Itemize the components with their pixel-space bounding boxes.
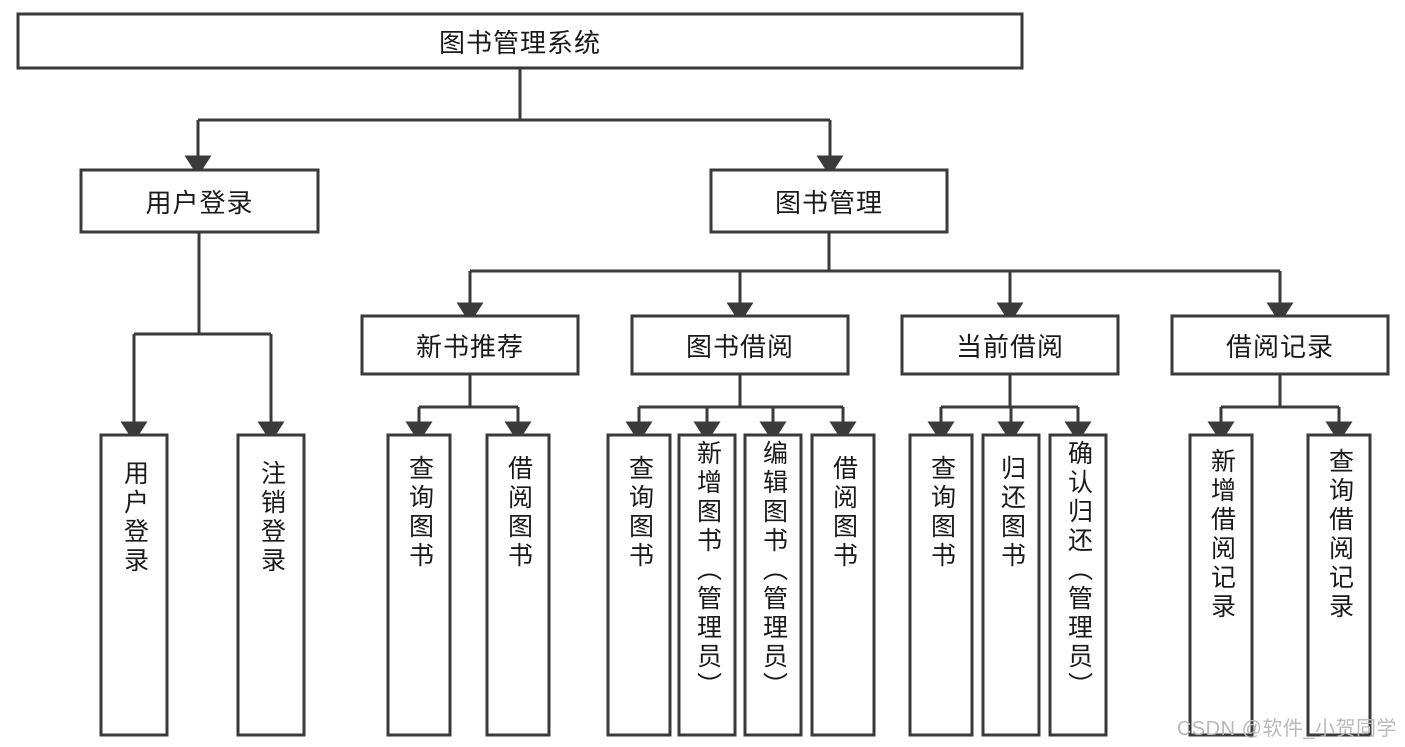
leaf-box-query-book-rec[interactable] (386, 433, 452, 737)
leaf-box-query-book-current[interactable] (908, 433, 974, 737)
leaf-box-lend-book[interactable] (810, 433, 876, 737)
csdn-watermark: CSDN @软件_小贺同学 (1176, 718, 1397, 740)
node-current-borrow-box[interactable] (900, 314, 1120, 376)
leaf-box-edit-book-admin[interactable] (743, 433, 803, 737)
leaf-box-add-borrow-record[interactable] (1188, 433, 1254, 737)
node-root-box[interactable] (16, 12, 1024, 70)
node-new-books-box[interactable] (360, 314, 580, 376)
leaf-box-add-book-admin[interactable] (677, 433, 737, 737)
leaf-box-return-book[interactable] (981, 433, 1041, 737)
leaf-box-user-login[interactable] (99, 433, 169, 737)
leaf-box-confirm-return-admin[interactable] (1048, 433, 1108, 737)
leaf-box-query-borrow-record[interactable] (1306, 433, 1372, 737)
leaf-box-borrow-book-rec[interactable] (485, 433, 551, 737)
node-borrow-records-box[interactable] (1170, 314, 1390, 376)
leaf-box-query-book-borrow[interactable] (606, 433, 672, 737)
node-user-login-box[interactable] (79, 168, 320, 234)
leaf-box-user-logout[interactable] (236, 433, 306, 737)
node-book-mgmt-box[interactable] (709, 168, 949, 234)
node-book-borrow-box[interactable] (630, 314, 850, 376)
